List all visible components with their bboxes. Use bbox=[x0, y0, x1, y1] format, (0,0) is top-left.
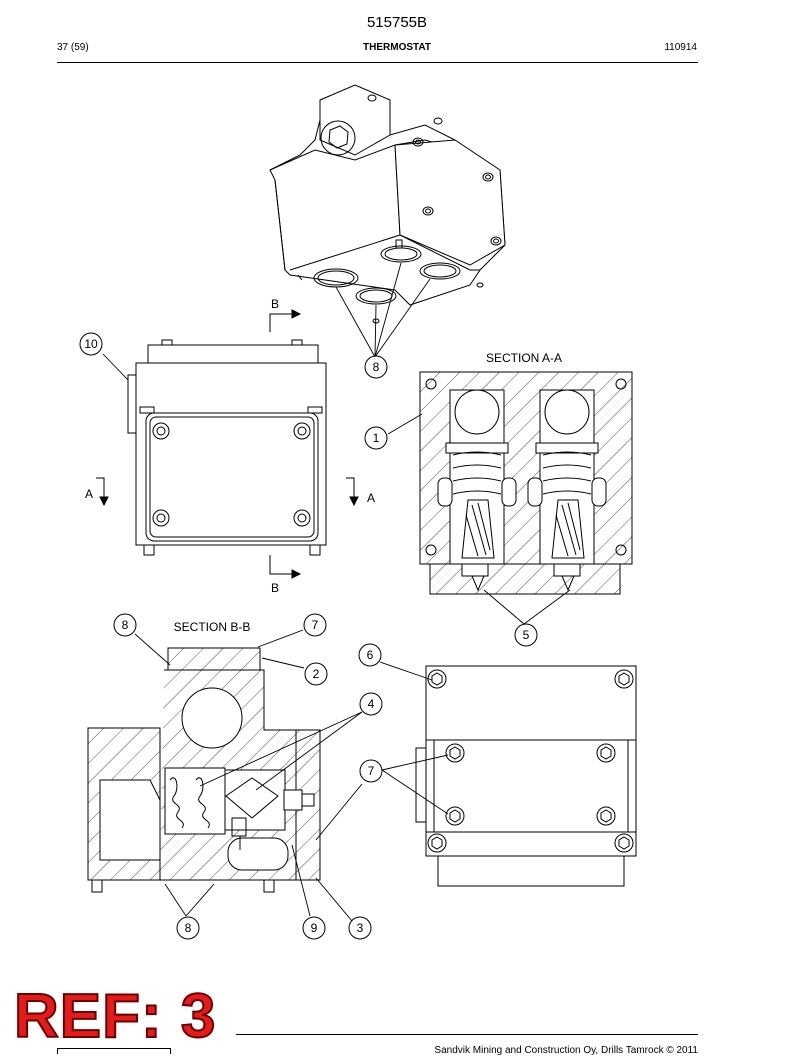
arrow-label-b-top: B bbox=[271, 297, 279, 311]
svg-text:8: 8 bbox=[185, 921, 192, 935]
callout-8-top: 8 bbox=[364, 355, 388, 379]
svg-text:1: 1 bbox=[373, 431, 380, 445]
page-number: 37 (59) bbox=[57, 42, 89, 53]
svg-text:5: 5 bbox=[523, 628, 530, 642]
callout-2: 2 bbox=[304, 662, 328, 686]
document-number: 515755B bbox=[366, 14, 428, 31]
callout-7-section: 7 bbox=[303, 613, 327, 637]
callout-6: 6 bbox=[358, 643, 382, 667]
callout-10: 10 bbox=[79, 332, 103, 356]
arrow-label-a-left: A bbox=[85, 487, 93, 501]
section-bb-label: SECTION B-B bbox=[174, 620, 251, 634]
footer-copyright: Sandvik Mining and Construction Oy, Dril… bbox=[434, 1045, 698, 1056]
svg-text:4: 4 bbox=[368, 697, 375, 711]
brand-logo-fragment bbox=[57, 1048, 171, 1054]
arrow-label-a-right: A bbox=[367, 491, 375, 505]
section-aa-label: SECTION A-A bbox=[486, 351, 562, 365]
callout-4: 4 bbox=[359, 692, 383, 716]
callout-9: 9 bbox=[302, 916, 326, 940]
callout-5: 5 bbox=[514, 623, 538, 647]
svg-text:7: 7 bbox=[312, 618, 319, 632]
svg-text:8: 8 bbox=[122, 618, 129, 632]
callout-3: 3 bbox=[348, 916, 372, 940]
ref-stamp: REF: 3 bbox=[13, 982, 217, 1051]
svg-text:9: 9 bbox=[311, 921, 318, 935]
callout-7-side: 7 bbox=[359, 759, 383, 783]
leader-lines bbox=[102, 262, 571, 922]
top-view bbox=[96, 309, 359, 579]
callout-8-bottom: 8 bbox=[176, 916, 200, 940]
section-bb-view bbox=[87, 647, 321, 893]
callout-1: 1 bbox=[364, 426, 388, 450]
svg-text:10: 10 bbox=[84, 337, 98, 351]
callout-8-section: 8 bbox=[113, 613, 137, 637]
svg-text:3: 3 bbox=[357, 921, 364, 935]
arrow-label-b-bottom: B bbox=[271, 581, 279, 595]
callouts: 10 8 1 5 8 7 2 6 4 7 8 9 3 bbox=[79, 332, 538, 940]
svg-text:8: 8 bbox=[373, 360, 380, 374]
section-aa-view bbox=[419, 371, 633, 595]
svg-text:6: 6 bbox=[367, 648, 374, 662]
header-rule bbox=[57, 62, 698, 63]
side-view bbox=[415, 665, 637, 887]
page-title: THERMOSTAT bbox=[363, 42, 431, 53]
svg-text:2: 2 bbox=[313, 667, 320, 681]
footer-rule bbox=[236, 1034, 698, 1035]
svg-text:7: 7 bbox=[368, 764, 375, 778]
date-code: 110914 bbox=[664, 42, 697, 53]
isometric-view bbox=[269, 84, 506, 324]
